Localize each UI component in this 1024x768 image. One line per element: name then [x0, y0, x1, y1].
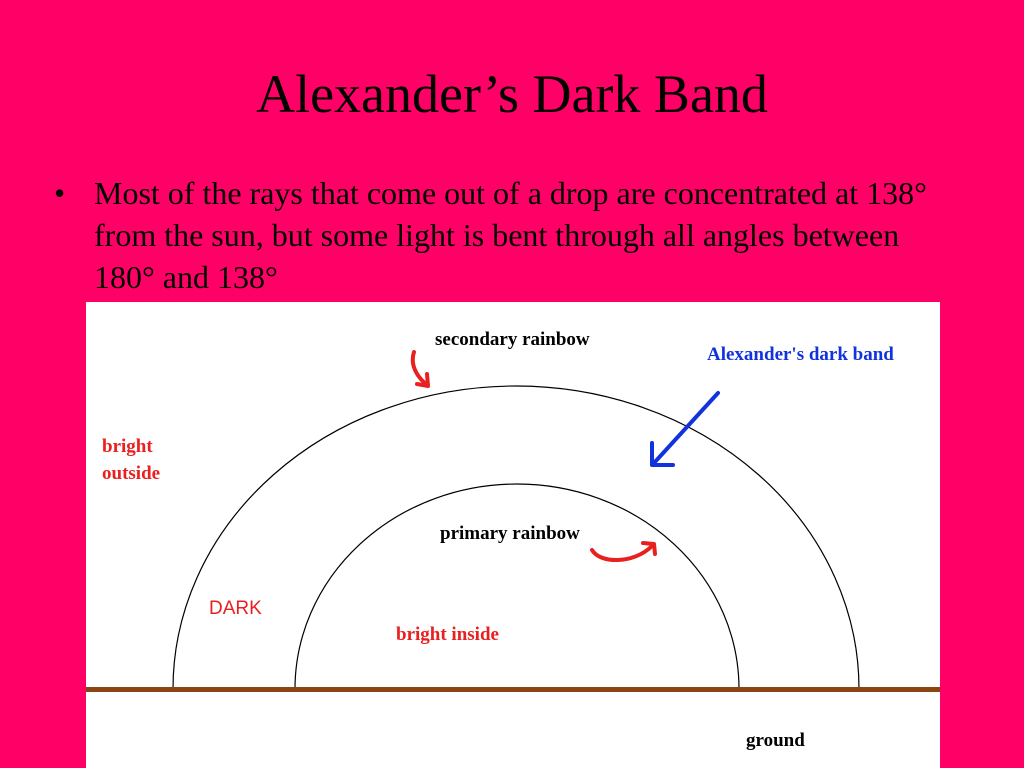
secondary-rainbow-arrow-icon [410, 350, 430, 388]
bullet-text: Most of the rays that come out of a drop… [94, 175, 927, 295]
ground-line [86, 687, 940, 692]
primary-rainbow-label: primary rainbow [440, 523, 580, 544]
bullet-dot: • [54, 175, 66, 211]
dark-band-arrow-icon [650, 391, 720, 467]
bright-outside-label-line2: outside [102, 463, 160, 484]
bright-outside-label-line1: bright [102, 436, 153, 457]
ground-label: ground [746, 730, 805, 751]
dark-label: DARK [209, 598, 262, 619]
primary-rainbow-arc [294, 483, 740, 690]
alexanders-dark-band-label: Alexander's dark band [707, 344, 894, 365]
rainbow-diagram: secondary rainbow Alexander's dark band … [86, 302, 940, 768]
secondary-rainbow-label: secondary rainbow [435, 329, 590, 350]
secondary-rainbow-arc [172, 385, 860, 690]
bright-inside-label: bright inside [396, 624, 499, 645]
rainbow-diagram-svg: secondary rainbow Alexander's dark band … [86, 302, 940, 768]
slide-title: Alexander’s Dark Band [256, 64, 768, 124]
primary-rainbow-arrow-icon [590, 541, 657, 563]
